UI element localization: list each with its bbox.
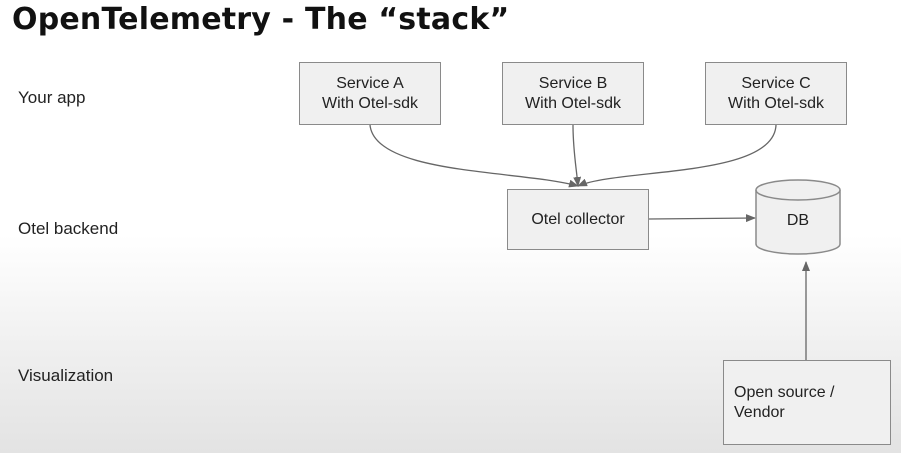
db-label: DB <box>786 212 810 229</box>
vendor-line-2: Vendor <box>734 403 785 421</box>
service-a-name: Service A <box>336 74 404 92</box>
vendor-box: Open source / Vendor <box>723 360 891 445</box>
service-a-sdk: With Otel-sdk <box>321 94 418 112</box>
vendor-line-1: Open source / <box>734 383 835 401</box>
arrow-service-c-to-collector <box>577 124 777 187</box>
service-b-box: Service B With Otel-sdk <box>502 62 644 125</box>
otel-collector-label: Otel collector <box>531 210 625 228</box>
row-label-visualization: Visualization <box>18 366 114 385</box>
row-label-otel-backend: Otel backend <box>18 219 119 238</box>
db-cylinder-icon <box>755 179 841 255</box>
page-title: OpenTelemetry - The “stack” <box>12 2 510 37</box>
arrow-collector-to-db <box>648 214 756 223</box>
arrow-service-a-to-collector <box>369 124 579 188</box>
row-label-your-app: Your app <box>18 88 86 107</box>
service-b-name: Service B <box>538 74 608 92</box>
otel-collector-box: Otel collector <box>507 189 649 250</box>
service-c-sdk: With Otel-sdk <box>727 94 824 112</box>
arrow-service-b-to-collector <box>572 124 582 187</box>
service-a-box: Service A With Otel-sdk <box>299 62 441 125</box>
service-b-sdk: With Otel-sdk <box>524 94 621 112</box>
service-c-name: Service C <box>741 74 811 92</box>
service-c-box: Service C With Otel-sdk <box>705 62 847 125</box>
